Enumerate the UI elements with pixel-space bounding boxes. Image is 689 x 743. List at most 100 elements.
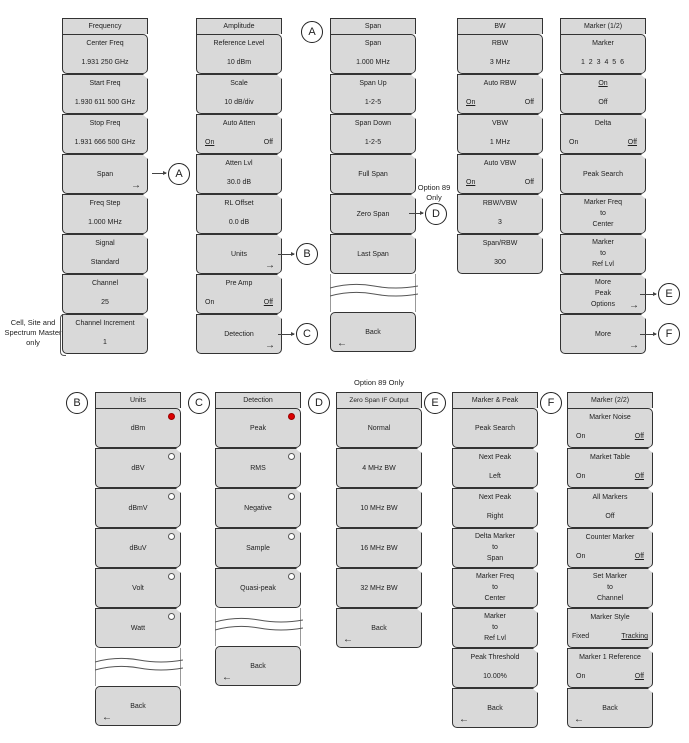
callout-a[interactable]: A [168,163,190,185]
detection-negative-option[interactable]: Negative [215,485,301,528]
units-dbv-option[interactable]: dBV [95,445,181,488]
menu-title: Frequency [62,18,148,34]
back-button[interactable]: Back← [95,686,181,726]
if-4mhz-option[interactable]: 4 MHz BW [336,445,422,488]
arrow-left-icon: ← [459,714,469,725]
radio-icon [288,453,295,460]
last-span-button[interactable]: Last Span [330,231,416,274]
full-span-button[interactable]: Full Span [330,151,416,194]
arrow-left-icon: ← [102,712,112,723]
menu-title: Marker & Peak [452,392,538,408]
on-option: On [576,673,586,680]
units-watt-option[interactable]: Watt [95,605,181,648]
detection-button[interactable]: Detection→ [196,311,282,354]
peak-search-button[interactable]: Peak Search [560,151,646,194]
callout-e[interactable]: E [658,283,680,305]
detection-quasi-peak-option[interactable]: Quasi-peak [215,565,301,608]
units-dbmv-option[interactable]: dBmV [95,485,181,528]
detection-rms-option[interactable]: RMS [215,445,301,488]
callout-c: C [188,392,210,414]
peak-search-button[interactable]: Peak Search [452,408,538,448]
if-16mhz-option[interactable]: 16 MHz BW [336,525,422,568]
menu-title: Amplitude [196,18,282,34]
back-button[interactable]: Back← [567,685,653,728]
units-dbuv-option[interactable]: dBuV [95,525,181,568]
units-button[interactable]: Units→ [196,231,282,274]
span-button[interactable]: Span→ [62,151,148,194]
back-button[interactable]: Back← [330,312,416,352]
arrow-left-icon: ← [574,714,584,725]
back-button[interactable]: Back← [336,605,422,648]
callout-b[interactable]: B [296,243,318,265]
on-option: On [569,139,579,146]
zero-span-button[interactable]: Zero Span [330,191,416,234]
radio-icon [168,613,175,620]
fixed-option: Fixed [572,633,590,640]
menu-title: Units [95,392,181,408]
back-button[interactable]: Back← [215,646,301,686]
menu-break [95,648,183,686]
if-10mhz-option[interactable]: 10 MHz BW [336,485,422,528]
more-button[interactable]: More→ [560,311,646,354]
detection-peak-option[interactable]: Peak [215,408,301,448]
radio-icon [288,573,295,580]
on-option: On [466,179,476,186]
pointer-arrow [152,171,167,175]
if-32mhz-option[interactable]: 32 MHz BW [336,565,422,608]
if-normal-option[interactable]: Normal [336,408,422,448]
radio-icon [168,453,175,460]
units-volt-option[interactable]: Volt [95,565,181,608]
callout-c[interactable]: C [296,323,318,345]
detection-sample-option[interactable]: Sample [215,525,301,568]
callout-f[interactable]: F [658,323,680,345]
callout-d: D [308,392,330,414]
callout-d[interactable]: D [425,203,447,225]
units-dbm-option[interactable]: dBm [95,408,181,448]
off-option: Off [634,433,644,440]
back-button[interactable]: Back← [452,685,538,728]
